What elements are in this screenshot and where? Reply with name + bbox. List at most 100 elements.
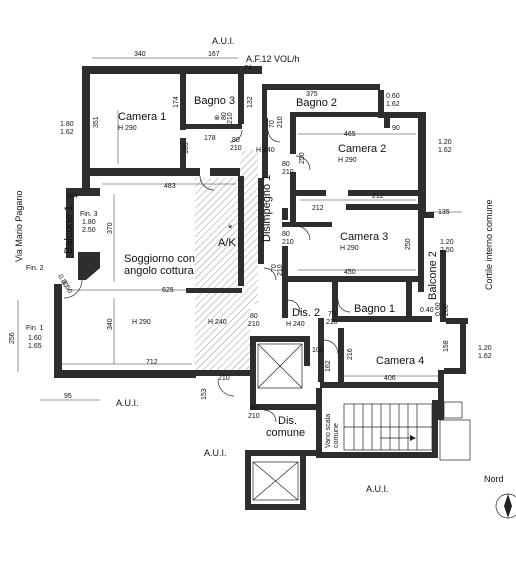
height-soggiorno: H 290 xyxy=(132,319,151,326)
dim-cam2-210: 210 xyxy=(282,169,294,176)
dim-cam1-210: 210 xyxy=(230,145,242,152)
dim-top-74: 74 xyxy=(244,65,252,72)
dim-cam1-80: 80 xyxy=(232,137,240,144)
dim-sog-712: 712 xyxy=(146,359,158,366)
dim-cam1-178: 178 xyxy=(204,135,216,142)
height-dis-2: H 240 xyxy=(286,321,305,328)
dim-sog-625: 625 xyxy=(162,287,174,294)
dim-cam4-216: 216 xyxy=(347,348,354,360)
window-bal2-width: 1.20 xyxy=(440,239,454,246)
room-bagno-3: Bagno 3 xyxy=(194,95,235,107)
north-arrow-icon xyxy=(495,493,516,519)
dim-bath1-260: 260 xyxy=(443,304,450,316)
dim-b3-132: 132 xyxy=(247,96,254,108)
room-disimpegno-1: Disimpegno 1 xyxy=(261,175,273,242)
dim-cam2-465: 465 xyxy=(344,131,356,138)
dim-dis-70: 70 xyxy=(271,264,278,272)
dim-bath1-040: 0.40 xyxy=(420,307,434,314)
window-fin-2: Fin. 2 xyxy=(26,265,44,272)
dim-b2-70: 70 xyxy=(269,120,276,128)
room-balcone-2: Balcone 2 xyxy=(427,251,439,300)
room-soggiorno-line1: Soggiorno con xyxy=(124,253,195,265)
dim-dis-210b: 210 xyxy=(277,264,284,276)
interior-walls xyxy=(90,74,438,510)
extractor-fan-icon: ⊛ xyxy=(214,115,220,122)
room-soggiorno-line2: angolo cottura xyxy=(124,265,195,277)
dim-b3-80: 80 xyxy=(221,112,228,120)
dim-bal1-164: 164 xyxy=(66,193,78,200)
room-dis-2: Dis. 2 xyxy=(292,307,320,319)
window-b2-width: 0.60 xyxy=(386,93,400,100)
window-cam4-width: 1.20 xyxy=(478,345,492,352)
dim-left-256: 256 xyxy=(9,332,16,344)
af-ventilation-label: A.F.12 VOL/h xyxy=(246,54,300,64)
window-fin-1: Fin. 1 xyxy=(26,325,44,332)
dim-cam3-250: 250 xyxy=(405,238,412,250)
dim-cam2-90: 90 xyxy=(392,125,400,132)
window-cam1-height: 1.62 xyxy=(60,129,74,136)
room-vano-scala-line2: comune xyxy=(333,423,340,448)
dim-lower-210: 210 xyxy=(218,375,230,382)
dim-b3-210: 210 xyxy=(227,112,234,124)
dim-b2-210: 210 xyxy=(277,116,284,128)
dim-cam1-165: 165 xyxy=(183,142,190,154)
window-fin-3: Fin. 3 xyxy=(80,211,98,218)
dim-sog-340: 340 xyxy=(107,318,114,330)
window-fin3-width: 1.80 xyxy=(82,219,96,226)
dim-lower-80: 80 xyxy=(250,405,258,412)
room-camera-1: Camera 1 xyxy=(118,111,166,123)
dim-cam3-450: 450 xyxy=(344,269,356,276)
kitchen-ak-label: A/K xyxy=(218,237,236,249)
courtyard-label-right: Cortile interno comune xyxy=(484,199,494,290)
street-label-left: Via Mario Pagano xyxy=(14,191,24,262)
window-fin1-height: 1.65 xyxy=(28,343,42,350)
room-balcone-1: Balcone 1 xyxy=(63,205,75,254)
dim-dis-80: 80 xyxy=(250,313,258,320)
window-cam1-width: 1.80 xyxy=(60,121,74,128)
dim-cam3-212: 212 xyxy=(312,205,324,212)
dim-cam1-351: 351 xyxy=(93,116,100,128)
dim-cam3-210: 210 xyxy=(282,239,294,246)
dim-bath1-210: 210 xyxy=(326,319,338,326)
dim-d2-106: 106 xyxy=(312,347,324,354)
room-vano-scala-line1: Vano scala xyxy=(325,414,332,448)
window-cam2-height: 1.62 xyxy=(438,147,452,154)
height-camera-3: H 290 xyxy=(340,245,359,252)
dim-bottom-95: 95 xyxy=(64,393,72,400)
dim-bath1-135: 135 xyxy=(438,209,450,216)
window-b2-height: 1.62 xyxy=(386,101,400,108)
dim-cam2-80: 80 xyxy=(282,161,290,168)
dim-lower-153: 153 xyxy=(201,388,208,400)
height-soggiorno-hatched: H 240 xyxy=(208,319,227,326)
dim-lower-210b: 210 xyxy=(248,413,260,420)
room-dis-comune-line1: Dis. xyxy=(278,415,297,427)
lift-shaft xyxy=(252,343,303,501)
asterisk-mark: * xyxy=(228,223,233,235)
height-disimpegno-1: H 240 xyxy=(256,147,275,154)
room-bagno-1: Bagno 1 xyxy=(354,303,395,315)
dim-cam4-406: 406 xyxy=(384,375,396,382)
dim-top-167: 167 xyxy=(208,51,220,58)
dim-sog-483: 483 xyxy=(164,183,176,190)
window-fin1-width: 1.60 xyxy=(28,335,42,342)
aui-bottom-left-label: A.U.I. xyxy=(116,398,139,408)
exterior-walls xyxy=(54,66,468,420)
window-cam4-height: 1.62 xyxy=(478,353,492,360)
dim-bath1-060: 0.60 xyxy=(435,302,442,316)
north-label: Nord xyxy=(484,474,504,484)
dim-cam2-212: 212 xyxy=(372,193,384,200)
room-camera-3: Camera 3 xyxy=(340,231,388,243)
dim-bath1-70: 70 xyxy=(328,311,336,318)
room-camera-4: Camera 4 xyxy=(376,355,424,367)
room-bagno-2: Bagno 2 xyxy=(296,97,337,109)
dim-cam4-158: 158 xyxy=(443,340,450,352)
dim-dis-210: 210 xyxy=(248,321,260,328)
window-fin3-height: 2.50 xyxy=(82,227,96,234)
dim-d2-162: 162 xyxy=(325,360,332,372)
dim-sog-370: 370 xyxy=(107,222,114,234)
dim-top-340: 340 xyxy=(134,51,146,58)
window-bal2-height: 2.50 xyxy=(440,247,454,254)
aui-bottom-right-label: A.U.I. xyxy=(366,484,389,494)
dim-cam3-80: 80 xyxy=(282,231,290,238)
